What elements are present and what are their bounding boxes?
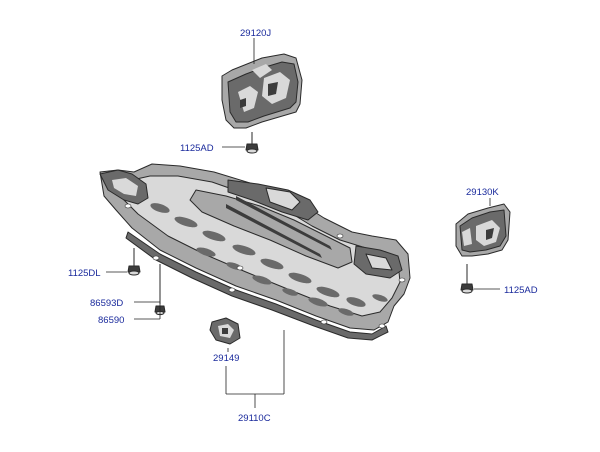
label-right-bolt-1125AD: 1125AD — [504, 285, 538, 296]
label-29120J: 29120J — [240, 28, 271, 39]
label-top-bolt-1125AD: 1125AD — [180, 143, 214, 154]
top-bolt-1125AD[interactable] — [245, 132, 259, 154]
label-29130K: 29130K — [466, 187, 499, 198]
engine-undercover-29110C[interactable] — [99, 163, 411, 341]
label-86593D: 86593D — [90, 298, 123, 309]
label-1125DL: 1125DL — [68, 268, 101, 279]
label-29110C: 29110C — [238, 413, 271, 424]
leader-29110C — [225, 330, 285, 408]
left-bolt-1125DL[interactable] — [127, 248, 141, 276]
top-side-shield-29120J[interactable] — [221, 53, 303, 129]
right-bolt-1125AD[interactable] — [460, 264, 474, 294]
label-86590: 86590 — [98, 315, 124, 326]
label-29149: 29149 — [213, 353, 239, 364]
right-side-shield-29130K[interactable] — [455, 203, 511, 257]
pad-29149[interactable] — [209, 317, 241, 345]
